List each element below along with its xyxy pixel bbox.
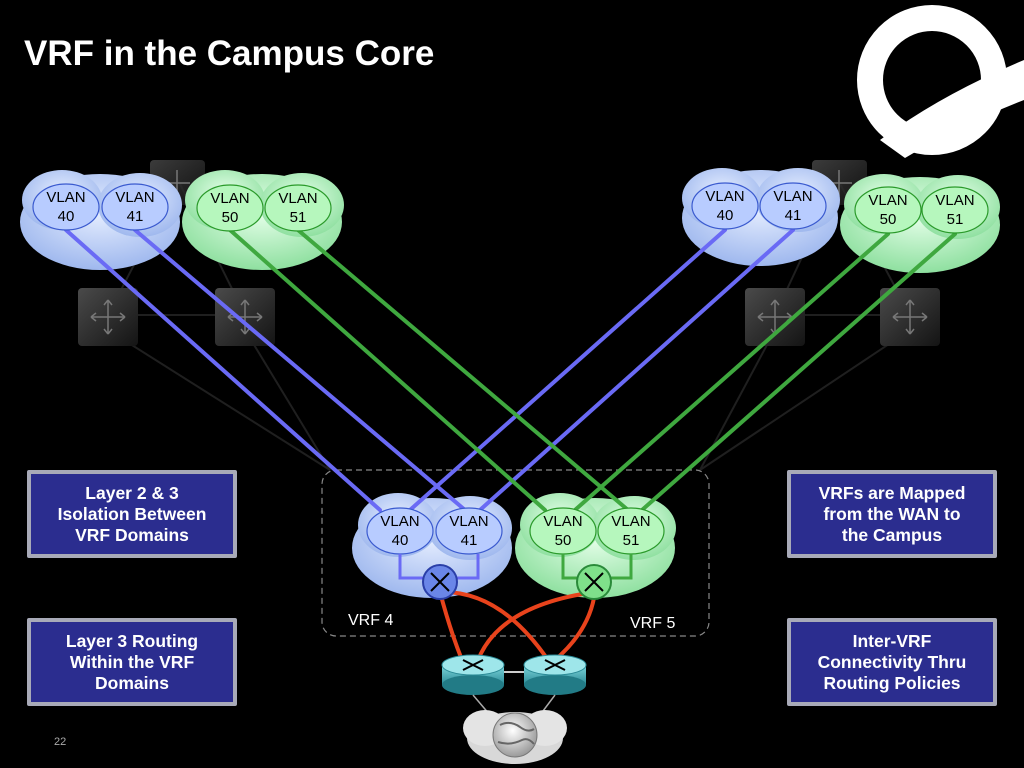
vrf4-router-icon (422, 564, 458, 600)
vlan-label: VLAN (868, 192, 907, 209)
wan-globe-icon (463, 710, 567, 764)
vlan-bubble (435, 507, 503, 555)
slide-title: VRF in the Campus Core (24, 34, 435, 73)
vrf5-router-icon (576, 564, 612, 600)
vrf5-label: VRF 5 (630, 615, 675, 632)
vlan-bubble (854, 186, 922, 234)
box-line: Layer 2 & 3 (85, 482, 179, 503)
vlan-number: 51 (290, 209, 307, 226)
box-line: VRF Domains (75, 524, 189, 545)
vlan-label: VLAN (773, 188, 812, 205)
vlan-label: VLAN (935, 192, 974, 209)
core-vrf-enclosure (321, 469, 710, 637)
box-line: Routing Policies (823, 672, 961, 693)
vlan-bubble (101, 183, 169, 231)
box-line: Layer 3 Routing (65, 630, 199, 651)
company-logo-icon (857, 5, 1024, 158)
vlan-label: VLAN (278, 190, 317, 207)
vlan-bubble (32, 183, 100, 231)
wan-router-right-icon (523, 654, 587, 695)
vlan-bubbles (32, 182, 827, 555)
inter-vrf-red-links (438, 589, 597, 662)
box-line: VRFs are Mapped (818, 482, 966, 503)
vlan-bubble (921, 186, 989, 234)
box-line: Within the VRF (69, 651, 195, 672)
vlan-label: VLAN (46, 189, 85, 206)
vlan-label: VLAN (115, 189, 154, 206)
wan-router-left-icon (441, 654, 505, 695)
vlan-number: 50 (222, 209, 239, 226)
vlan-label: VLAN (611, 513, 650, 530)
vlan-number: 50 (555, 532, 572, 549)
vlan-bubble (196, 184, 264, 232)
info-box-routing: Layer 3 Routing Within the VRF Domains (27, 618, 237, 706)
box-line: Isolation Between (57, 503, 207, 524)
vlan-bubble (691, 182, 759, 230)
page-number: 22 (54, 736, 67, 748)
box-line: Connectivity Thru (817, 651, 967, 672)
vlan-number: 41 (461, 532, 478, 549)
vlan-number: 51 (623, 532, 640, 549)
vlan-number: 40 (58, 208, 75, 225)
info-box-inter-vrf: Inter-VRF Connectivity Thru Routing Poli… (787, 618, 997, 706)
vlan-label: VLAN (210, 190, 249, 207)
vlan-number: 50 (880, 211, 897, 228)
vlan-number: 40 (392, 532, 409, 549)
vrf4-blue-links (64, 228, 795, 512)
vrf5-green-links (228, 228, 957, 512)
vlan-bubble (759, 182, 827, 230)
vlan-number: 41 (127, 208, 144, 225)
box-line: Domains (95, 672, 169, 693)
info-box-isolation: Layer 2 & 3 Isolation Between VRF Domain… (27, 470, 237, 558)
vlan-number: 41 (785, 207, 802, 224)
vlan-bubbles-green (196, 184, 989, 555)
box-line: Inter-VRF (852, 630, 932, 651)
vrf4-label: VRF 4 (348, 612, 393, 629)
vlan-label: VLAN (449, 513, 488, 530)
vlan-label: VLAN (705, 188, 744, 205)
vlan-number: 51 (947, 211, 964, 228)
info-box-wan-mapping: VRFs are Mapped from the WAN to the Camp… (787, 470, 997, 558)
vlan-number: 40 (717, 207, 734, 224)
box-line: from the WAN to (823, 503, 961, 524)
vlan-label: VLAN (543, 513, 582, 530)
box-line: the Campus (841, 524, 943, 545)
vlan-label: VLAN (380, 513, 419, 530)
vlan-bubble (264, 184, 332, 232)
